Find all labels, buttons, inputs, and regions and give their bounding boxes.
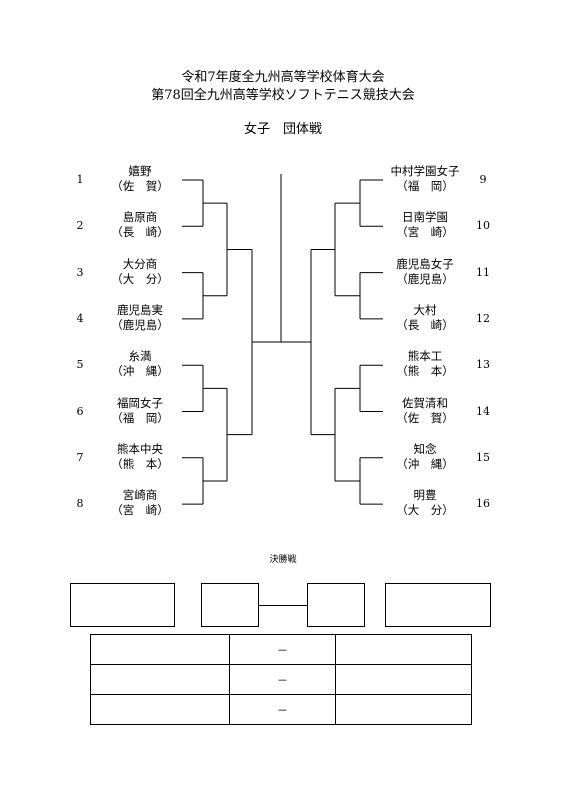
score-row: － <box>90 694 472 725</box>
team-name: 熊本工 <box>407 349 443 364</box>
team-name: 島原商 <box>122 210 158 225</box>
seed-number: 13 <box>476 358 490 372</box>
tournament-title: 令和7年度全九州高等学校体育大会 <box>181 70 385 85</box>
score-cell-right <box>335 694 472 725</box>
final-team-box-left <box>70 583 175 627</box>
team-entry: 島原商（長 崎） <box>98 210 182 240</box>
team-prefecture: （鹿児島） <box>396 271 454 286</box>
team-prefecture: （宮 崎） <box>396 225 454 240</box>
team-entry: 中村学園女子（福 岡） <box>383 164 467 194</box>
tournament-subtitle: 第78回全九州高等学校ソフトテニス競技大会 <box>151 88 415 103</box>
seed-number: 8 <box>76 497 84 511</box>
score-cell-right <box>335 664 472 695</box>
score-cell-mid: － <box>229 694 336 725</box>
score-cell-left <box>90 634 230 665</box>
team-entry: 熊本工（熊 本） <box>383 349 467 379</box>
team-entry: 熊本中央（熊 本） <box>98 442 182 472</box>
team-prefecture: （長 崎） <box>396 317 454 332</box>
team-name: 熊本中央 <box>117 441 163 456</box>
score-cell-left <box>90 664 230 695</box>
final-title: 決勝戦 <box>269 555 297 565</box>
score-cell-mid: － <box>229 634 336 665</box>
team-entry: 鹿児島女子（鹿児島） <box>383 257 467 287</box>
final-score-box-right <box>307 583 365 627</box>
team-entry: 知念（沖 縄） <box>383 442 467 472</box>
team-name: 鹿児島女子 <box>396 256 454 271</box>
final-score-box-left <box>201 583 259 627</box>
score-cell-mid: － <box>229 664 336 695</box>
seed-number: 9 <box>479 173 487 186</box>
team-entry: 大村（長 崎） <box>383 303 467 333</box>
team-name: 糸満 <box>128 349 152 364</box>
score-row: － <box>90 634 472 665</box>
team-prefecture: （長 崎） <box>111 225 169 240</box>
team-prefecture: （大 分） <box>111 271 169 286</box>
team-entry: 大分商（大 分） <box>98 257 182 287</box>
team-name: 宮崎商 <box>122 488 158 503</box>
team-prefecture: （宮 崎） <box>111 503 169 518</box>
seed-number: 2 <box>76 219 84 233</box>
team-prefecture: （福 岡） <box>111 410 169 425</box>
team-name: 知念 <box>413 441 437 456</box>
seed-number: 16 <box>476 497 490 511</box>
team-prefecture: （佐 賀） <box>396 410 454 425</box>
team-entry: 佐賀清和（佐 賀） <box>383 396 467 426</box>
final-connector <box>259 605 307 606</box>
team-entry: 福岡女子（福 岡） <box>98 396 182 426</box>
team-entry: 宮崎商（宮 崎） <box>98 488 182 518</box>
seed-number: 1 <box>76 173 84 186</box>
seed-number: 12 <box>476 311 490 325</box>
seed-number: 5 <box>76 358 84 372</box>
team-entry: 鹿児島実（鹿児島） <box>98 303 182 333</box>
team-name: 福岡女子 <box>117 395 163 410</box>
team-prefecture: （熊 本） <box>396 364 454 379</box>
seed-number: 6 <box>76 404 84 418</box>
team-entry: 明豊（大 分） <box>383 488 467 518</box>
team-prefecture: （大 分） <box>396 503 454 518</box>
team-prefecture: （熊 本） <box>111 456 169 471</box>
team-prefecture: （福 岡） <box>396 179 454 193</box>
team-name: 鹿児島実 <box>117 302 163 317</box>
final-team-box-right <box>385 583 491 627</box>
score-cell-right <box>335 634 472 665</box>
seed-number: 10 <box>476 219 490 233</box>
seed-number: 15 <box>476 450 490 464</box>
seed-number: 11 <box>476 265 490 279</box>
team-entry: 日南学園（宮 崎） <box>383 210 467 240</box>
team-prefecture: （沖 縄） <box>111 364 169 379</box>
team-prefecture: （佐 賀） <box>111 179 169 193</box>
team-name: 日南学園 <box>402 210 448 225</box>
team-name: 中村学園女子 <box>390 164 460 178</box>
team-name: 嬉野 <box>128 164 152 178</box>
team-name: 大村 <box>413 302 437 317</box>
team-entry: 嬉野（佐 賀） <box>98 164 182 194</box>
team-prefecture: （鹿児島） <box>111 317 169 332</box>
team-name: 明豊 <box>413 488 437 503</box>
team-entry: 糸満（沖 縄） <box>98 349 182 379</box>
team-prefecture: （沖 縄） <box>396 456 454 471</box>
seed-number: 14 <box>476 404 490 418</box>
seed-number: 7 <box>76 450 84 464</box>
event-category: 女子 団体戦 <box>243 122 322 137</box>
seed-number: 4 <box>76 311 84 325</box>
final-score-table: － － － <box>90 634 472 725</box>
seed-number: 3 <box>76 265 84 279</box>
team-name: 大分商 <box>122 256 158 271</box>
score-row: － <box>90 664 472 695</box>
team-name: 佐賀清和 <box>402 395 448 410</box>
score-cell-left <box>90 694 230 725</box>
